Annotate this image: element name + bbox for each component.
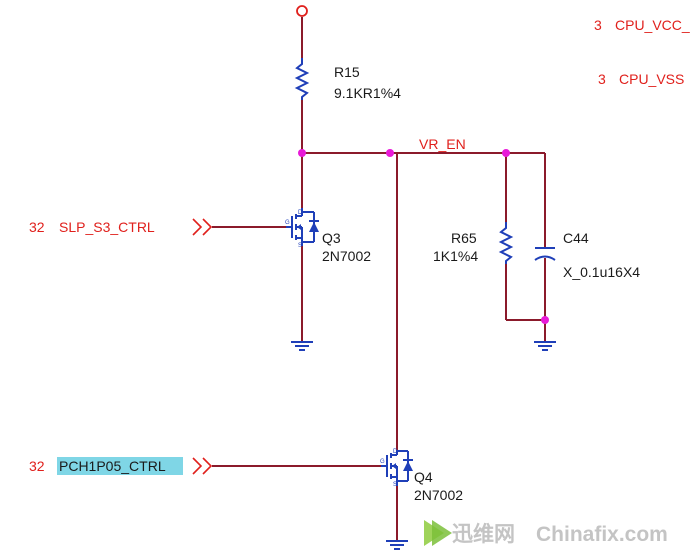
pch1p05-ctrl-highlight — [57, 457, 183, 475]
wires — [212, 17, 546, 541]
pch1p05-ctrl-arrow-2 — [202, 457, 213, 475]
q3-value: 2N7002 — [322, 248, 371, 264]
q4-pin-g: G — [380, 459, 385, 465]
r65-value: 1K1%4 — [433, 248, 478, 264]
c44-plate-bottom — [534, 255, 556, 261]
watermark: 迅维网 Chinafix.com — [418, 514, 695, 555]
slp-s3-ctrl-label: SLP_S3_CTRL — [59, 219, 155, 235]
ground-q3 — [291, 341, 313, 351]
pch1p05-ctrl-sheet: 32 — [29, 458, 45, 474]
resistor-r15-symbol — [294, 58, 310, 100]
c44-value: X_0.1u16X4 — [563, 264, 640, 280]
c44-ref: C44 — [563, 230, 589, 246]
junction-r65-node — [502, 149, 510, 157]
slp-s3-ctrl-arrow-2 — [202, 218, 213, 236]
q4-pin-d: D — [393, 449, 398, 455]
q3-pin-s: S — [298, 243, 302, 249]
watermark-en: Chinafix.com — [536, 523, 668, 546]
capacitor-c44: C44 X_0.1u16X4 — [534, 230, 640, 280]
port-slp-s3-ctrl: 32 SLP_S3_CTRL — [29, 218, 213, 236]
q3-ref: Q3 — [322, 230, 341, 246]
net-vr-en-label: VR_EN — [419, 136, 466, 152]
supply-terminal — [296, 5, 308, 17]
r65-ref: R65 — [451, 230, 477, 246]
q4-value: 2N7002 — [414, 487, 463, 503]
resistor-r15: R15 9.1KR1%4 — [294, 58, 401, 101]
q4-pin-s: S — [393, 482, 397, 488]
net-cpu-vcc-sheet: 3 — [594, 17, 602, 33]
ground-c44 — [534, 341, 556, 351]
slp-s3-ctrl-sheet: 32 — [29, 219, 45, 235]
r15-ref: R15 — [334, 64, 360, 80]
port-pch1p05-ctrl: 32 PCH1P05_CTRL — [29, 457, 213, 475]
watermark-cn: 迅维网 — [452, 522, 515, 546]
junctions — [298, 149, 549, 324]
q3-pin-d: D — [298, 210, 303, 216]
pch1p05-ctrl-arrow-1 — [192, 457, 203, 475]
watermark-logo-icon — [424, 520, 452, 546]
mosfet-q4: D S G Q4 2N7002 — [380, 449, 463, 503]
q4-ref: Q4 — [414, 469, 433, 485]
net-cpu-vss: 3 CPU_VSS — [598, 71, 684, 87]
pch1p05-ctrl-label: PCH1P05_CTRL — [59, 458, 166, 474]
net-cpu-vcc: 3 CPU_VCC_ — [594, 17, 690, 33]
net-cpu-vss-label: CPU_VSS — [619, 71, 684, 87]
q3-pin-g: G — [285, 220, 290, 226]
junction-vr-en-q4 — [386, 149, 394, 157]
ground-q4 — [386, 540, 408, 550]
resistor-r65: R65 1K1%4 — [433, 222, 514, 264]
junction-r15-node — [298, 149, 306, 157]
junction-bottom-node — [541, 316, 549, 324]
r15-value: 9.1KR1%4 — [334, 85, 401, 101]
slp-s3-ctrl-arrow-1 — [192, 218, 203, 236]
net-cpu-vcc-label: CPU_VCC_ — [615, 17, 690, 33]
net-cpu-vss-sheet: 3 — [598, 71, 606, 87]
mosfet-q3: D S G Q3 2N7002 — [285, 208, 371, 264]
resistor-r65-symbol — [498, 222, 514, 264]
